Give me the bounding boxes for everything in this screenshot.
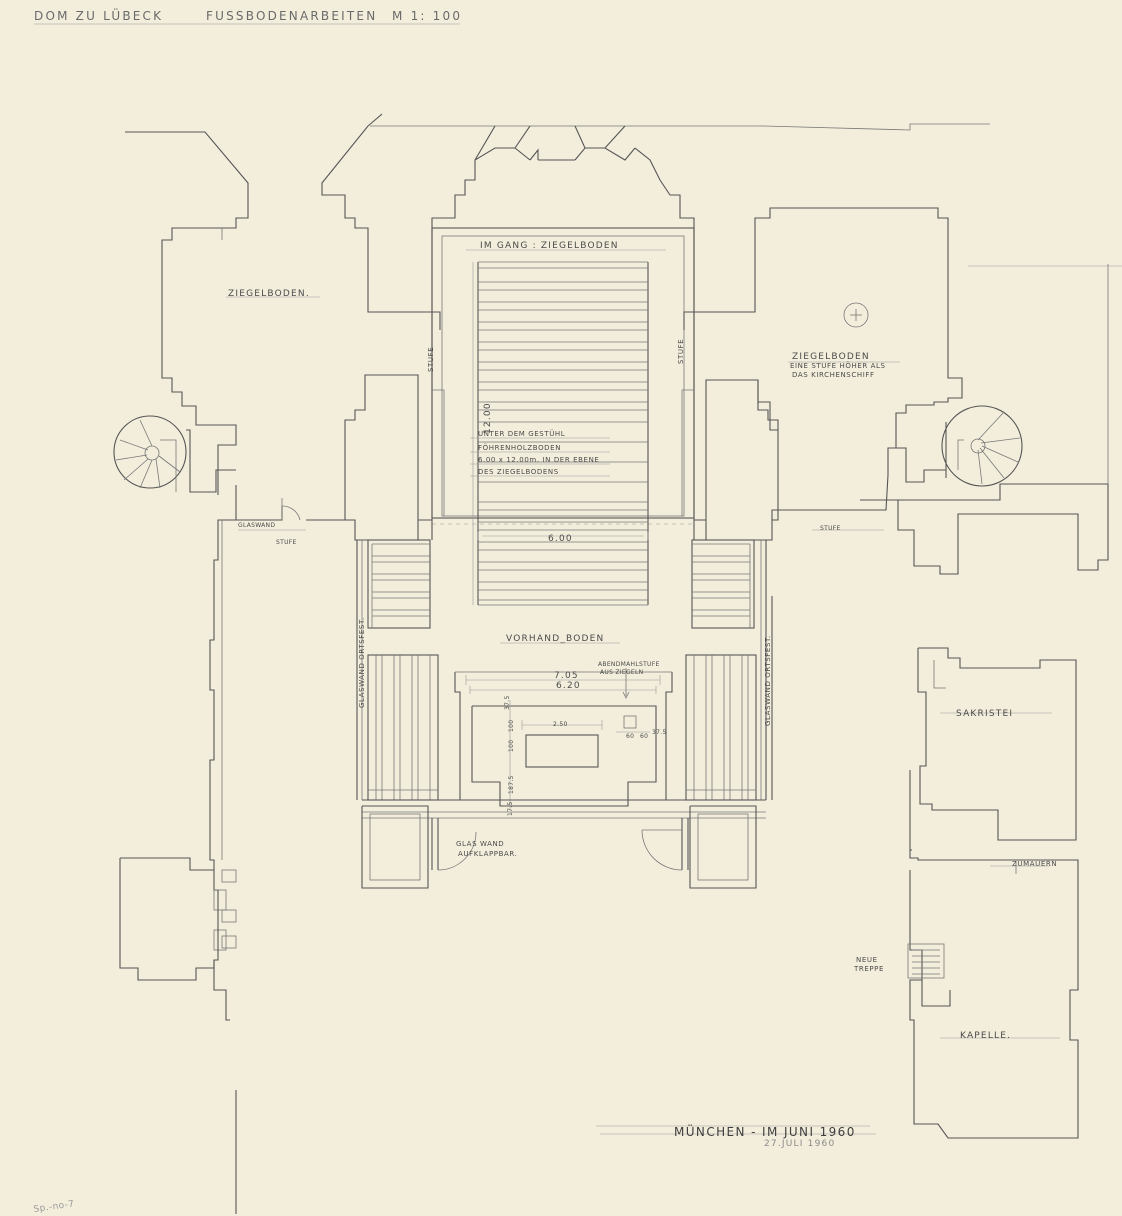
label-stufe-right: STUFE <box>677 339 685 364</box>
label-gang: IM GANG : ZIEGELBODEN <box>480 241 619 251</box>
right-annex-walls <box>860 264 1122 575</box>
dim-1200: 12.00 <box>483 402 493 434</box>
label-stufe-lower-right: STUFE <box>820 525 841 532</box>
footer-stamp-date: 27.JULI 1960 <box>764 1139 835 1149</box>
pew-floor-slats <box>472 261 649 606</box>
archive-number: Sp.-no-7 <box>33 1199 75 1215</box>
label-gestuehl-3: 6.00 x 12.00m. IN DER EBENE <box>478 456 599 464</box>
label-abendmahl-2: AUS ZIEGELN <box>600 669 643 676</box>
label-glaswand-klapp-2: AUFKLAPPBAR. <box>458 850 517 858</box>
left-side-pews-lower <box>367 654 439 801</box>
label-glaswand-ortsfest-left: GLASWAND ORTSFEST. <box>358 617 366 708</box>
left-outer-wall <box>119 519 237 1214</box>
dim-37-5-b: 37.5 <box>652 729 667 736</box>
dim-250: 2.50 <box>553 721 568 728</box>
dim-17-5: 17.5 <box>507 801 514 816</box>
label-gestuehl-4: DES ZIEGELBODENS <box>478 468 559 476</box>
label-glaswand-klapp-1: GLAS WAND <box>456 840 504 848</box>
right-side-pews-lower <box>685 654 757 801</box>
title-subject: FUSSBODENARBEITEN <box>206 9 377 23</box>
left-side-pews-upper <box>367 539 431 629</box>
left-spiral-stair <box>113 415 236 493</box>
left-transept <box>161 227 345 521</box>
dim-600: 6.00 <box>548 534 573 544</box>
kapelle-walls <box>907 770 1079 1139</box>
fixed-glass-walls <box>356 540 773 800</box>
label-glaswand-ortsfest-right: GLASWAND ORTSFEST. <box>764 635 772 726</box>
dim-100-a: 100 <box>508 720 515 732</box>
dim-37-5: 37.5 <box>504 695 511 710</box>
footer-place-date: MÜNCHEN - IM JUNI 1960 <box>674 1123 856 1139</box>
south-aisle <box>361 799 766 889</box>
label-neue: NEUE <box>856 956 878 964</box>
label-gestuehl-2: FÖHRENHOLZBODEN <box>478 443 561 452</box>
label-ziegelboden-right-note1: EINE STUFE HÖHER ALS <box>790 361 886 370</box>
label-kapelle: KAPELLE. <box>960 1031 1011 1041</box>
dim-60-a: 60 <box>626 733 634 740</box>
label-zumauern: ZUMAUERN <box>1012 860 1057 868</box>
label-stufe-left: STUFE <box>427 347 435 372</box>
choir-gable-walls <box>431 125 695 312</box>
sakristei-walls <box>917 647 1077 841</box>
dim-100-b: 100 <box>508 740 515 752</box>
label-glaswand: GLASWAND <box>238 522 275 529</box>
north-aisle-walls <box>125 113 990 313</box>
nave-frame <box>431 227 695 525</box>
label-stufe-lower-left: STUFE <box>276 539 297 546</box>
right-transept <box>694 207 963 520</box>
right-spiral-stair <box>896 405 1023 487</box>
label-vorhand: VORHAND_BODEN <box>506 634 604 644</box>
title-building: DOM ZU LÜBECK <box>34 7 163 23</box>
label-gestuehl-1: UNTER DEM GESTÜHL <box>478 429 565 438</box>
right-side-pews-upper <box>691 539 755 629</box>
label-guides <box>34 23 1060 1135</box>
dim-620: 6.20 <box>556 681 581 691</box>
dim-705: 7.05 <box>554 671 579 681</box>
dim-187-5: 187.5 <box>508 775 515 794</box>
title-block: DOM ZU LÜBECK FUSSBODENARBEITEN M 1: 100 <box>34 7 462 23</box>
label-ziegelboden-right-note2: DAS KIRCHENSCHIFF <box>792 371 875 379</box>
label-ziegelboden-left: ZIEGELBODEN. <box>228 289 310 299</box>
dim-60-b: 60 <box>640 733 648 740</box>
label-ziegelboden-right: ZIEGELBODEN <box>792 352 870 362</box>
right-nave-piers <box>681 311 779 541</box>
left-nave-piers <box>344 311 445 541</box>
label-treppe: TREPPE <box>853 965 884 973</box>
title-scale: M 1: 100 <box>392 9 462 23</box>
label-abendmahl-1: ABENDMAHLSTUFE <box>598 661 660 668</box>
label-sakristei: SAKRISTEI <box>956 709 1013 719</box>
